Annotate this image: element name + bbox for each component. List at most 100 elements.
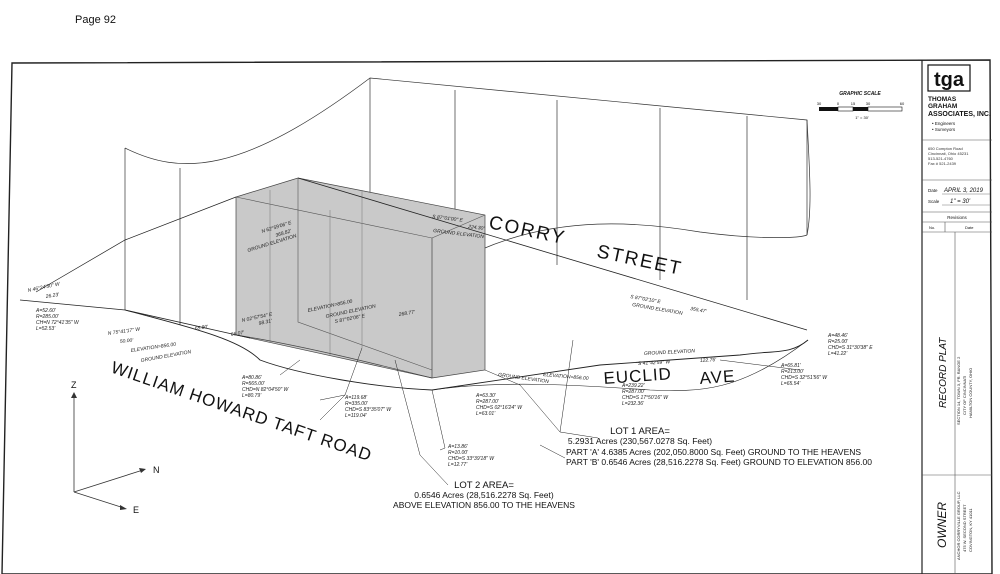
plat-annotation: 65.80' bbox=[194, 324, 209, 332]
plat-annotation: A=119.68' bbox=[344, 395, 368, 401]
page-number: Page 92 bbox=[75, 14, 116, 26]
plat-annotation: S 87°02'10" E bbox=[630, 294, 662, 305]
euclid-label: EUCLID bbox=[603, 364, 673, 388]
plat-annotation: GROUND ELEVATION bbox=[644, 348, 696, 357]
plat-annotation: S 41°42'59" W bbox=[638, 359, 672, 367]
plat-annotation: Cincinnati, Ohio 45231 bbox=[928, 151, 969, 156]
plat-annotation: R=213.00' bbox=[781, 369, 805, 375]
plat-annotation: No. bbox=[929, 225, 935, 230]
plat-annotation: Fax # 521-2439 bbox=[928, 161, 957, 166]
firm-logo: tga bbox=[927, 64, 971, 92]
sheet-border bbox=[1, 59, 993, 574]
plat-annotation: Date bbox=[965, 225, 974, 230]
plat-annotation: A=13.86' bbox=[447, 444, 469, 450]
plat-annotation: 1" = 30' bbox=[855, 115, 869, 120]
plat-annotation: L=119.04' bbox=[345, 413, 368, 419]
plat-annotation: 15 bbox=[851, 101, 856, 106]
plat-annotation: 50.00' bbox=[120, 338, 135, 345]
taft-road-label: WILLIAM HOWARD TAFT ROAD bbox=[109, 358, 375, 465]
plat-annotation: S 87°01'00" E bbox=[432, 214, 464, 224]
plat-annotation: 122.76' bbox=[700, 357, 718, 364]
plat-annotation: GRAPHIC SCALE bbox=[839, 91, 881, 97]
plat-annotation: R=25.00' bbox=[828, 339, 849, 345]
plat-annotation: Date bbox=[928, 188, 938, 193]
plat-annotation: CH=N 72°41'35" W bbox=[36, 320, 80, 326]
plat-annotation: A=65.81' bbox=[780, 363, 802, 369]
plat-annotation: 30 bbox=[866, 101, 871, 106]
plat-annotation: ABOVE ELEVATION 856.00 TO THE HEAVENS bbox=[393, 500, 575, 510]
plat-annotation: L=65.54' bbox=[781, 381, 801, 387]
plat-annotation: R=10.00' bbox=[448, 450, 469, 456]
plat-annotation: 0.6546 Acres (28,516.2278 Sq. Feet) bbox=[414, 490, 554, 500]
plat-annotation: ANCHOR CORRYVILLE GROUP, LLC bbox=[956, 491, 961, 560]
plat-annotation: 66.07' bbox=[230, 330, 245, 338]
firm-name-1: THOMAS bbox=[928, 96, 957, 103]
ave-label: AVE bbox=[699, 367, 736, 388]
plat-annotation: CITY OF CINCINNATI bbox=[962, 376, 967, 415]
east-axis-label: E bbox=[133, 505, 139, 515]
plat-annotation: A=48.46' bbox=[827, 333, 849, 339]
plat-annotation: PART 'A' 4.6385 Acres (202,050.8000 Sq. … bbox=[566, 447, 861, 457]
plat-annotation: 268.77' bbox=[397, 309, 416, 318]
plat-scale: 1" = 30' bbox=[950, 199, 971, 205]
corry-label: CORRY bbox=[487, 212, 568, 249]
plat-annotation: R=335.00' bbox=[345, 401, 369, 407]
plat-annotation: CHD=S 33°39'18" W bbox=[448, 456, 495, 462]
plat-annotation: LOT 2 AREA= bbox=[454, 480, 514, 491]
plat-annotation: 650 Compton Road bbox=[928, 146, 963, 151]
plat-annotation: CHD=S 83°35'07" W bbox=[345, 407, 392, 413]
plat-annotation: N 75°41'17" W bbox=[107, 326, 141, 337]
z-axis-label: Z bbox=[71, 380, 77, 390]
plat-annotation: COVINGTON, KY 41011 bbox=[968, 508, 973, 552]
plat-annotation: L=41.22' bbox=[828, 351, 848, 357]
plat-annotation: A=80.86' bbox=[241, 375, 263, 381]
plat-annotation: tga bbox=[934, 69, 965, 91]
plat-annotation: 224.30' bbox=[467, 224, 486, 232]
owner-label: OWNER bbox=[935, 502, 949, 548]
plat-annotation: R=287.00' bbox=[476, 399, 500, 405]
plat-annotation: 475 W. SECOND STREET bbox=[962, 504, 967, 552]
plat-annotation: 355.47' bbox=[690, 306, 708, 315]
record-plat-title: RECORD PLAT bbox=[938, 337, 949, 408]
plat-annotation: 513-521-4760 bbox=[928, 156, 954, 161]
axis-indicator bbox=[71, 392, 146, 510]
plat-annotation: CHD=N 82°04'50" W bbox=[242, 387, 290, 393]
plat-annotation: A=239.22' bbox=[621, 383, 646, 389]
plat-annotation: L=232.36' bbox=[622, 401, 645, 407]
plat-annotation: ELEVATION=856.00 bbox=[543, 372, 589, 382]
plat-annotation: 98.31' bbox=[258, 318, 273, 327]
ground-boundary bbox=[19, 177, 809, 486]
plat-annotation: 60 bbox=[900, 101, 905, 106]
plat-annotation: 26.23' bbox=[44, 292, 60, 300]
plat-annotation: R=565.00' bbox=[242, 381, 266, 387]
plat-annotation: R=287.00' bbox=[622, 389, 646, 395]
plat-annotation: R=285.00' bbox=[36, 314, 60, 320]
plat-annotation: 0 bbox=[837, 101, 840, 106]
plat-annotation: L=63.01' bbox=[476, 411, 496, 417]
plat-annotation: A=63.30' bbox=[475, 393, 497, 399]
plat-annotation: HAMILTON COUNTY, OHIO bbox=[968, 368, 973, 418]
plat-annotation: PART 'B' 0.6546 Acres (28,516.2278 Sq. F… bbox=[566, 457, 872, 467]
lot-2-airspace-block bbox=[235, 177, 486, 379]
plat-annotation: • Engineers bbox=[932, 121, 956, 126]
plat-annotation: L=12.77' bbox=[448, 462, 468, 468]
street-label: STREET bbox=[595, 241, 684, 280]
plat-annotation: L=80.79' bbox=[242, 393, 262, 399]
plat-annotation: 368.82' bbox=[275, 228, 293, 239]
plat-annotation: S 87°02'06" E bbox=[334, 313, 366, 325]
plat-annotation: LOT 1 AREA= bbox=[610, 426, 670, 437]
plat-annotation: 5.2931 Acres (230,567.0278 Sq. Feet) bbox=[568, 436, 712, 446]
firm-name-2: GRAHAM bbox=[928, 103, 957, 110]
north-axis-label: N bbox=[153, 465, 160, 475]
graphic-scale: GRAPHIC SCALE 30 0 15 30 60 1" = 30' bbox=[817, 91, 905, 120]
plat-annotation: CHD=S 31°30'38" E bbox=[828, 345, 873, 351]
plat-annotation: • Surveyors bbox=[932, 127, 956, 132]
plat-annotation: CHD=S 32°51'56" W bbox=[781, 375, 828, 381]
plat-annotation: L=52.53' bbox=[36, 326, 56, 332]
lot-1-area-note: LOT 1 AREA= 5.2931 Acres (230,567.0278 S… bbox=[566, 426, 872, 467]
plat-annotation: A=52.60' bbox=[35, 308, 57, 314]
plat-annotation: Revisions bbox=[947, 215, 967, 220]
lot-2-area-note: LOT 2 AREA= 0.6546 Acres (28,516.2278 Sq… bbox=[393, 480, 575, 510]
plat-annotation: SECTION 14, TOWN 3, FR. RANGE 2 bbox=[956, 356, 961, 425]
